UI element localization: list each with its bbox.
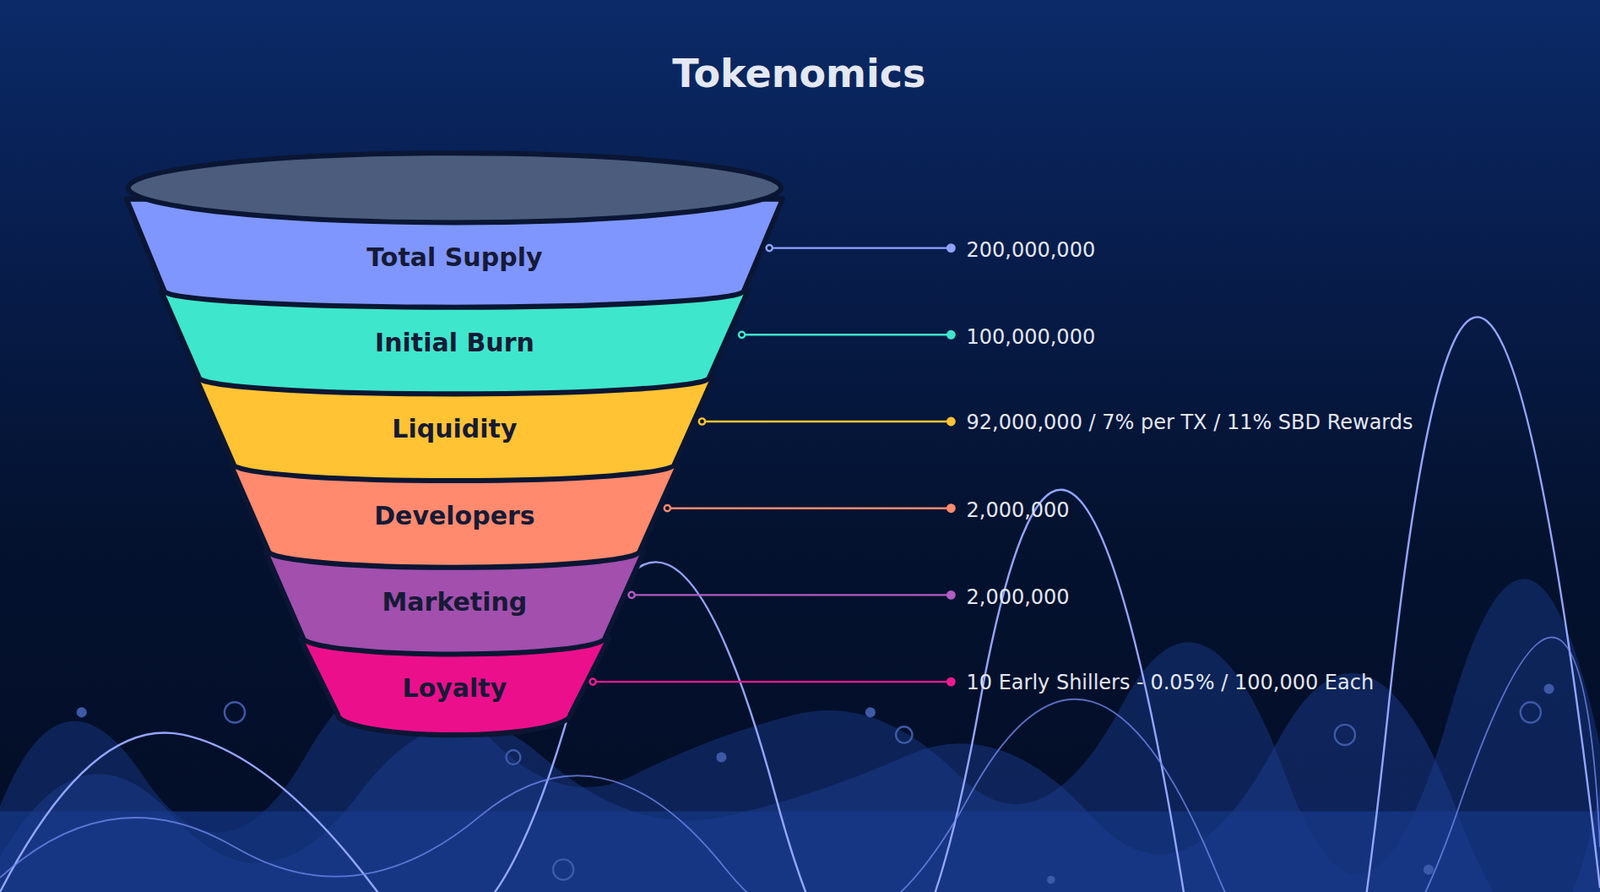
- funnel-band: Marketing: [373, 583, 536, 620]
- funnel-band: Liquidity: [383, 410, 526, 447]
- funnel-bands: [126, 152, 783, 735]
- band-label: Marketing: [381, 586, 527, 617]
- diagram-title: Tokenomics: [672, 50, 926, 97]
- funnel-band: Initial Burn: [366, 324, 543, 361]
- band-label: Initial Burn: [374, 327, 535, 358]
- band-label: Loyalty: [402, 672, 508, 703]
- funnel-band: Developers: [365, 497, 544, 534]
- funnel-band: Loyalty: [394, 669, 516, 706]
- band-label: Total Supply: [366, 242, 543, 272]
- value-label: 2,000,000: [965, 585, 1069, 609]
- value-label: 100,000,000: [965, 325, 1096, 349]
- band-label: Liquidity: [391, 413, 517, 444]
- value-label: 200,000,000: [965, 238, 1096, 262]
- leader-lines: [590, 244, 955, 685]
- value-label: 10 Early Shillers - 0.05% / 100,000 Each: [965, 670, 1374, 695]
- value-label: 92,000,000 / 7% per TX / 11% SBD Rewards: [965, 410, 1413, 434]
- funnel-band: Total Supply: [357, 238, 551, 276]
- background-waves: [0, 316, 1600, 892]
- band-label: Developers: [374, 500, 536, 531]
- value-label: 2,000,000: [965, 498, 1069, 522]
